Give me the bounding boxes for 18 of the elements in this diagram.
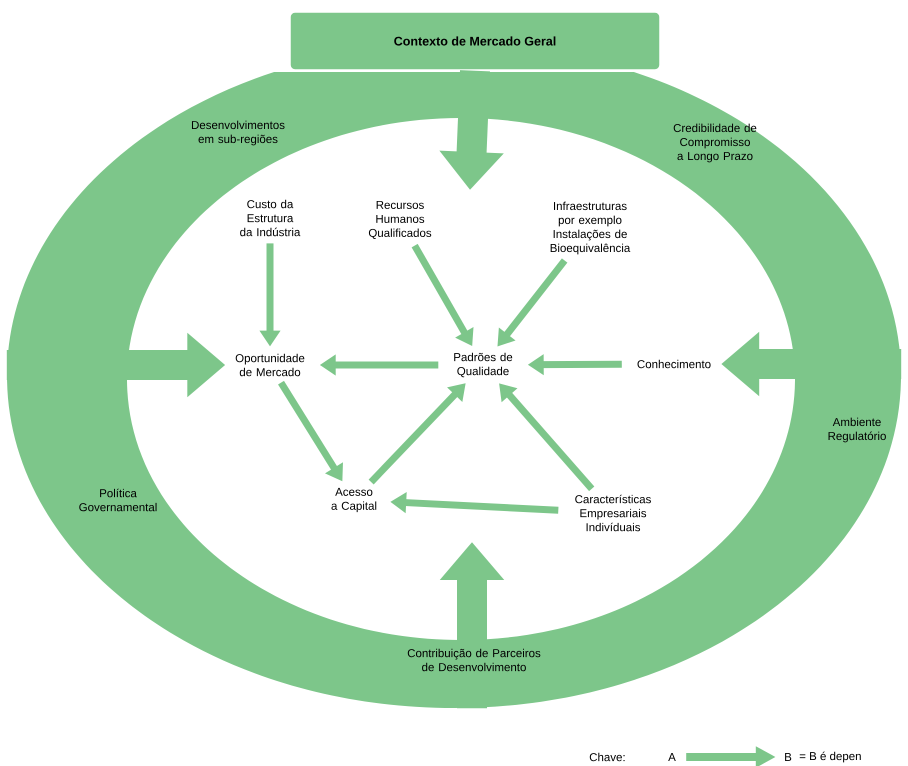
ring-label: Desenvolvimentos em sub-regiões bbox=[192, 120, 285, 146]
node-label: Custo da Estrutura da Indústria bbox=[240, 200, 300, 236]
node-label: Padrões de Qualidade bbox=[454, 352, 512, 378]
key-label: Chave: bbox=[590, 752, 625, 762]
node-label: Conhecimento bbox=[638, 360, 711, 368]
node-label: B bbox=[785, 753, 792, 761]
ring-label: Contribuição de Parceiros de Desenvolvimento bbox=[408, 648, 540, 672]
ring-label: Ambiente Regulatório bbox=[828, 418, 886, 442]
node-label: A bbox=[668, 753, 676, 761]
node-label: Oportunidade de Mercado bbox=[236, 354, 304, 376]
node-label: Características Empresariais Indivíduais bbox=[575, 494, 651, 532]
node-label: Acesso a Capital bbox=[331, 488, 376, 512]
ring-label: Política Governamental bbox=[79, 488, 157, 512]
header-box: Contexto de Mercado Geral bbox=[289, 11, 661, 71]
key-label: = B é depen bbox=[800, 752, 861, 762]
node-label: Infraestruturas por exemplo Instalações de Bioequivalência bbox=[550, 202, 630, 254]
node-label: Recursos Humanos Qualificados bbox=[368, 200, 432, 240]
ring-band bbox=[7, 72, 901, 708]
